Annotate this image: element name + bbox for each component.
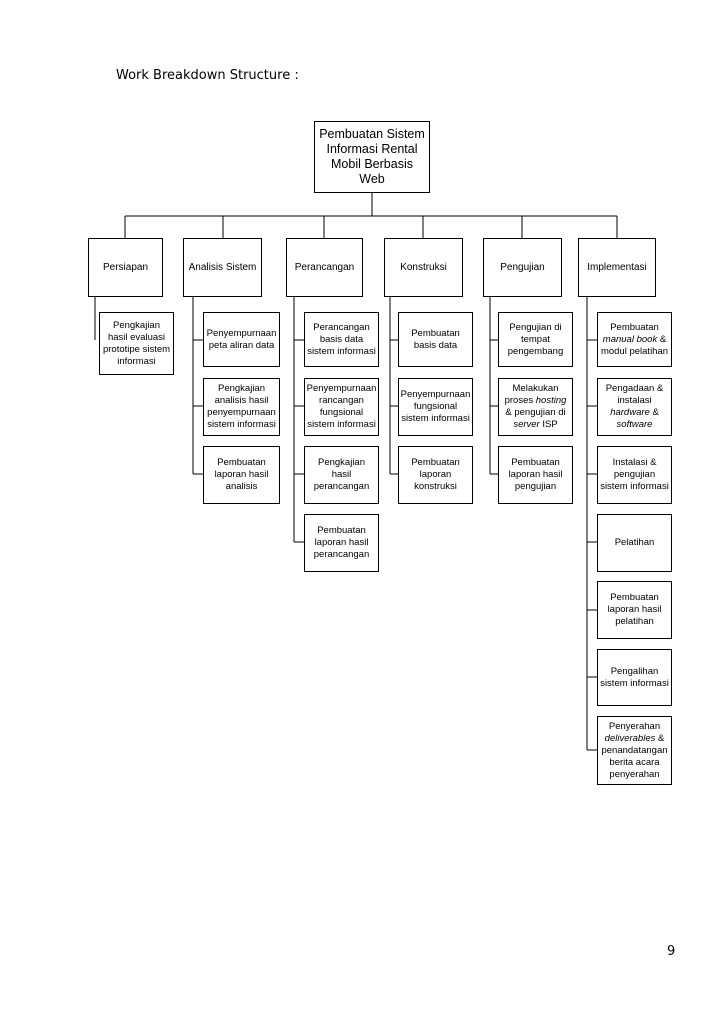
task-box: Pelatihan bbox=[597, 514, 672, 572]
task-label: Pelatihan bbox=[614, 537, 655, 548]
task-label: Pengkajian hasil perancangan bbox=[313, 457, 370, 492]
phase-perancangan: Perancangan bbox=[286, 238, 363, 297]
task-label: Penyerahan deliverables & penandatangan … bbox=[601, 720, 668, 780]
task-label: Pembuatan laporan konstruksi bbox=[411, 457, 460, 492]
task-label: Pembuatan basis data bbox=[411, 327, 460, 351]
wbs-root-node: Pembuatan Sistem Informasi Rental Mobil … bbox=[314, 121, 430, 193]
task-box: Pembuatan laporan hasil pelatihan bbox=[597, 581, 672, 639]
task-label: Penyempurnaan peta aliran data bbox=[206, 327, 277, 351]
task-label: Penyempurnaan fungsional sistem informas… bbox=[400, 389, 471, 424]
phase-konstruksi: Konstruksi bbox=[384, 238, 463, 297]
task-label: Pembuatan laporan hasil analisis bbox=[214, 457, 269, 492]
task-box: Pembuatan laporan hasil pengujian bbox=[498, 446, 573, 504]
task-box: Pengalihan sistem informasi bbox=[597, 649, 672, 706]
task-box: Perancangan basis data sistem informasi bbox=[304, 312, 379, 367]
phase-label: Implementasi bbox=[587, 261, 647, 273]
task-box: Instalasi & pengujian sistem informasi bbox=[597, 446, 672, 504]
page-number: 9 bbox=[667, 944, 676, 959]
task-box: Pembuatan manual book & modul pelatihan bbox=[597, 312, 672, 367]
task-box: Pengkajian analisis hasil penyempurnaan … bbox=[203, 378, 280, 436]
phase-label: Konstruksi bbox=[400, 261, 447, 273]
task-box: Penyempurnaan fungsional sistem informas… bbox=[398, 378, 473, 436]
task-box: Pembuatan laporan hasil perancangan bbox=[304, 514, 379, 572]
task-label: Pengalihan sistem informasi bbox=[600, 665, 669, 689]
phase-label: Pengujian bbox=[500, 261, 545, 273]
task-label: Pengkajian analisis hasil penyempurnaan … bbox=[207, 383, 276, 430]
task-label: Pengadaan & instalasi hardware & softwar… bbox=[605, 383, 664, 430]
task-box: Pembuatan laporan hasil analisis bbox=[203, 446, 280, 504]
task-box: Penyempurnaan rancangan fungsional siste… bbox=[304, 378, 379, 436]
page-heading: Work Breakdown Structure : bbox=[116, 68, 299, 83]
task-label: Pengkajian hasil evaluasi prototipe sist… bbox=[102, 319, 171, 367]
phase-label: Analisis Sistem bbox=[188, 261, 257, 273]
phase-pengujian: Pengujian bbox=[483, 238, 562, 297]
task-label: Pembuatan manual book & modul pelatihan bbox=[600, 321, 669, 357]
task-box: Pengkajian hasil evaluasi prototipe sist… bbox=[99, 312, 174, 375]
root-label: Pembuatan Sistem Informasi Rental Mobil … bbox=[319, 127, 425, 186]
task-box: Melakukan proses hosting & pengujian di … bbox=[498, 378, 573, 436]
task-box: Pengadaan & instalasi hardware & softwar… bbox=[597, 378, 672, 436]
task-box: Pembuatan laporan konstruksi bbox=[398, 446, 473, 504]
phase-label: Perancangan bbox=[294, 261, 355, 273]
task-label: Pembuatan laporan hasil pelatihan bbox=[607, 592, 662, 627]
task-box: Penyempurnaan peta aliran data bbox=[203, 312, 280, 367]
task-box: Pembuatan basis data bbox=[398, 312, 473, 367]
task-label: Pembuatan laporan hasil perancangan bbox=[313, 525, 370, 560]
task-label: Perancangan basis data sistem informasi bbox=[307, 321, 376, 357]
task-label: Pengujian di tempat pengembang bbox=[507, 321, 564, 357]
phase-analisis-sistem: Analisis Sistem bbox=[183, 238, 262, 297]
task-box: Pengkajian hasil perancangan bbox=[304, 446, 379, 504]
task-label: Instalasi & pengujian sistem informasi bbox=[600, 457, 669, 492]
phase-label: Persiapan bbox=[102, 261, 149, 273]
task-box: Penyerahan deliverables & penandatangan … bbox=[597, 716, 672, 785]
task-label: Penyempurnaan rancangan fungsional siste… bbox=[306, 383, 377, 430]
task-label: Pembuatan laporan hasil pengujian bbox=[508, 457, 563, 492]
phase-persiapan: Persiapan bbox=[88, 238, 163, 297]
phase-implementasi: Implementasi bbox=[578, 238, 656, 297]
task-box: Pengujian di tempat pengembang bbox=[498, 312, 573, 367]
task-label: Melakukan proses hosting & pengujian di … bbox=[504, 383, 567, 430]
